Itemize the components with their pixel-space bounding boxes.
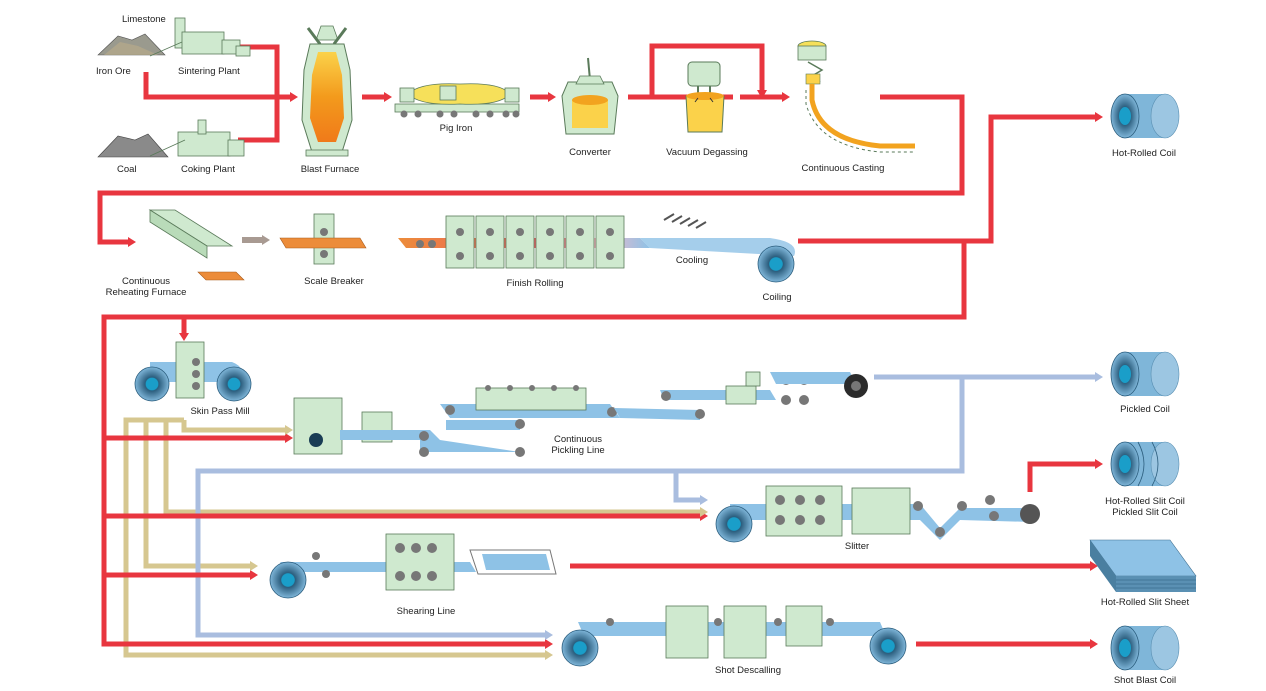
scale-breaker xyxy=(279,213,367,265)
cooling-sprays xyxy=(663,213,707,229)
slit-sheet xyxy=(1089,539,1197,592)
label-reheating-furnace-line1: Continuous xyxy=(121,276,171,287)
label-sintering-plant: Sintering Plant xyxy=(178,66,240,77)
label-vacuum-degassing: Vacuum Degassing xyxy=(666,147,748,158)
slit-coil xyxy=(1110,441,1180,487)
continuous-pickling-line xyxy=(293,371,868,457)
label-pickled-coil: Pickled Coil xyxy=(1120,404,1170,415)
label-shearing-line: Shearing Line xyxy=(396,606,456,617)
label-coking-plant: Coking Plant xyxy=(181,164,235,175)
label-shot-blast-coil: Shot Blast Coil xyxy=(1113,675,1177,686)
label-coal: Coal xyxy=(117,164,137,175)
label-converter: Converter xyxy=(569,147,611,158)
blue-flow-lines xyxy=(195,374,1095,638)
label-pig-iron: Pig Iron xyxy=(439,123,473,134)
flow-lines xyxy=(97,43,1103,660)
shot-descaling xyxy=(561,605,907,667)
label-reheating-furnace-line2: Reheating Furnace xyxy=(105,287,187,298)
coiling-coil xyxy=(757,245,795,283)
finish-rolling xyxy=(398,213,795,269)
converter xyxy=(561,57,619,135)
slitter xyxy=(715,485,1040,543)
label-blast-furnace: Blast Furnace xyxy=(300,164,360,175)
reheating-furnace xyxy=(148,209,245,281)
sintering-plant xyxy=(149,17,251,57)
blast-furnace xyxy=(301,25,353,157)
label-cooling: Cooling xyxy=(675,255,709,266)
label-slit-sheet: Hot-Rolled Slit Sheet xyxy=(1100,597,1190,608)
tan-flow-lines xyxy=(123,417,700,658)
label-limestone: Limestone xyxy=(122,14,166,25)
label-iron-ore: Iron Ore xyxy=(96,66,131,77)
label-continuous-casting: Continuous Casting xyxy=(801,163,885,174)
label-skin-pass-mill: Skin Pass Mill xyxy=(190,406,250,417)
coal-pile xyxy=(97,133,169,158)
pickled-coil xyxy=(1110,351,1180,397)
red-flow-lines xyxy=(97,43,1095,647)
shearing-line xyxy=(269,533,557,599)
hot-rolled-coil xyxy=(1110,93,1180,139)
label-slit-coil-line1: Hot-Rolled Slit Coil xyxy=(1105,496,1185,507)
label-slit-coil-line2: Pickled Slit Coil xyxy=(1112,507,1178,518)
blue-arrowheads xyxy=(545,372,1103,640)
label-finish-rolling: Finish Rolling xyxy=(506,278,564,289)
tan-arrowheads xyxy=(250,425,708,660)
label-shot-descaling: Shot Descalling xyxy=(714,665,782,676)
label-pickling-line-line1: Continuous xyxy=(553,434,603,445)
label-scale-breaker: Scale Breaker xyxy=(304,276,364,287)
shot-blast-coil xyxy=(1110,625,1180,671)
label-pickling-line-line2: Pickling Line xyxy=(551,445,605,456)
coking-plant xyxy=(149,119,245,157)
label-coiling: Coiling xyxy=(762,292,792,303)
label-hot-rolled-coil: Hot-Rolled Coil xyxy=(1112,148,1176,159)
pig-iron-car xyxy=(394,83,520,118)
label-slitter: Slitter xyxy=(844,541,870,552)
vacuum-degassing xyxy=(685,61,725,133)
continuous-casting xyxy=(797,40,915,153)
iron-ore-pile xyxy=(97,33,166,56)
skin-pass-mill xyxy=(134,341,252,402)
